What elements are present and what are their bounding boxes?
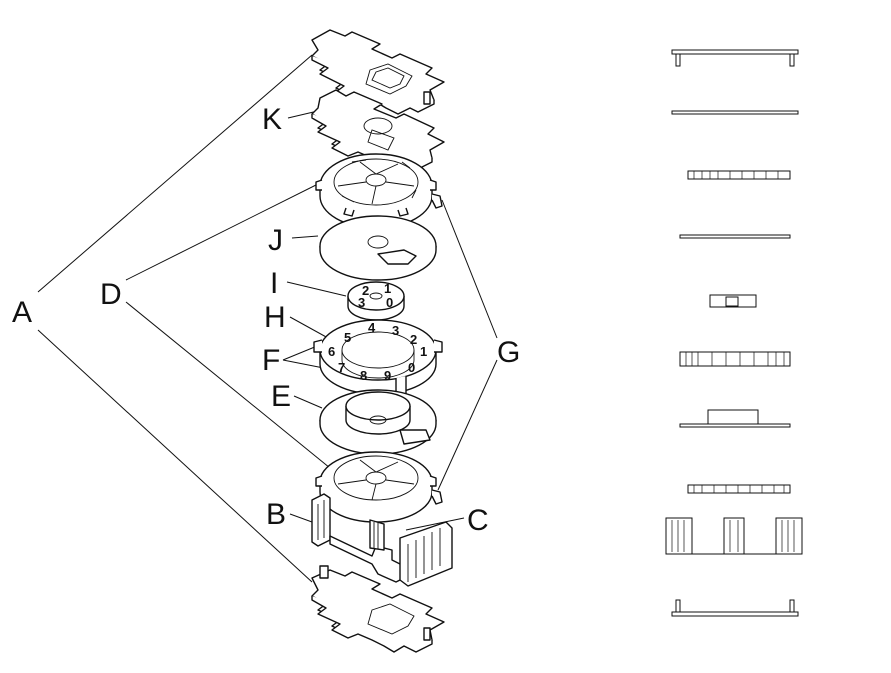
- side-view-column: [665, 49, 803, 617]
- side-view-base-frame: [665, 517, 803, 555]
- bottom-frame-plate: [311, 565, 445, 653]
- ring-number-2: 2: [410, 332, 417, 347]
- leader-lines: [37, 54, 498, 583]
- callout-a: A: [12, 296, 32, 329]
- side-view-upper-gear: [687, 170, 791, 180]
- side-view-cup: [679, 409, 791, 428]
- upper-gear-wheel: [315, 153, 443, 229]
- callout-f: F: [262, 344, 280, 377]
- ring-number-5: 9: [384, 368, 391, 383]
- callout-h: H: [264, 301, 286, 334]
- callout-c: C: [467, 504, 489, 537]
- h-numbered-ring: 4 3 2 1 0 9 8 7 6 5: [313, 319, 443, 397]
- side-view-top-plate: [671, 49, 799, 67]
- base-frame: [311, 493, 453, 587]
- hub-number-1: 1: [384, 281, 391, 296]
- callout-k: K: [262, 103, 282, 136]
- hub-number-0: 2: [362, 283, 369, 298]
- callout-j: J: [268, 224, 283, 257]
- callout-d: D: [100, 278, 122, 311]
- ring-number-1: 3: [392, 323, 399, 338]
- ring-number-0: 4: [368, 320, 376, 335]
- i-hub-dial: 2 1 0 3: [347, 281, 405, 321]
- hub-number-2: 0: [386, 295, 393, 310]
- ring-number-8: 6: [328, 344, 335, 359]
- side-view-k-plate: [671, 110, 799, 115]
- e-cup-disc: [319, 389, 437, 455]
- ring-number-3: 1: [420, 344, 427, 359]
- lower-gear-wheel: [315, 451, 443, 523]
- ring-number-9: 5: [344, 330, 351, 345]
- ring-number-6: 8: [360, 368, 367, 383]
- side-view-ring: [679, 351, 791, 367]
- ring-number-7: 7: [338, 360, 345, 375]
- callout-g: G: [497, 336, 520, 369]
- callout-i: I: [270, 267, 278, 300]
- callout-labels: A D K J I H F E B C G: [12, 103, 520, 537]
- hub-number-3: 3: [358, 295, 365, 310]
- top-frame-plate: [311, 29, 445, 115]
- side-view-bottom-plate: [671, 599, 799, 617]
- callout-e: E: [271, 380, 291, 413]
- side-view-lower-gear: [687, 484, 791, 494]
- side-view-hub: [709, 294, 757, 308]
- j-disc: [319, 215, 437, 281]
- ring-number-4: 0: [408, 360, 415, 375]
- callout-b: B: [266, 498, 286, 531]
- side-view-j-disc: [679, 234, 791, 239]
